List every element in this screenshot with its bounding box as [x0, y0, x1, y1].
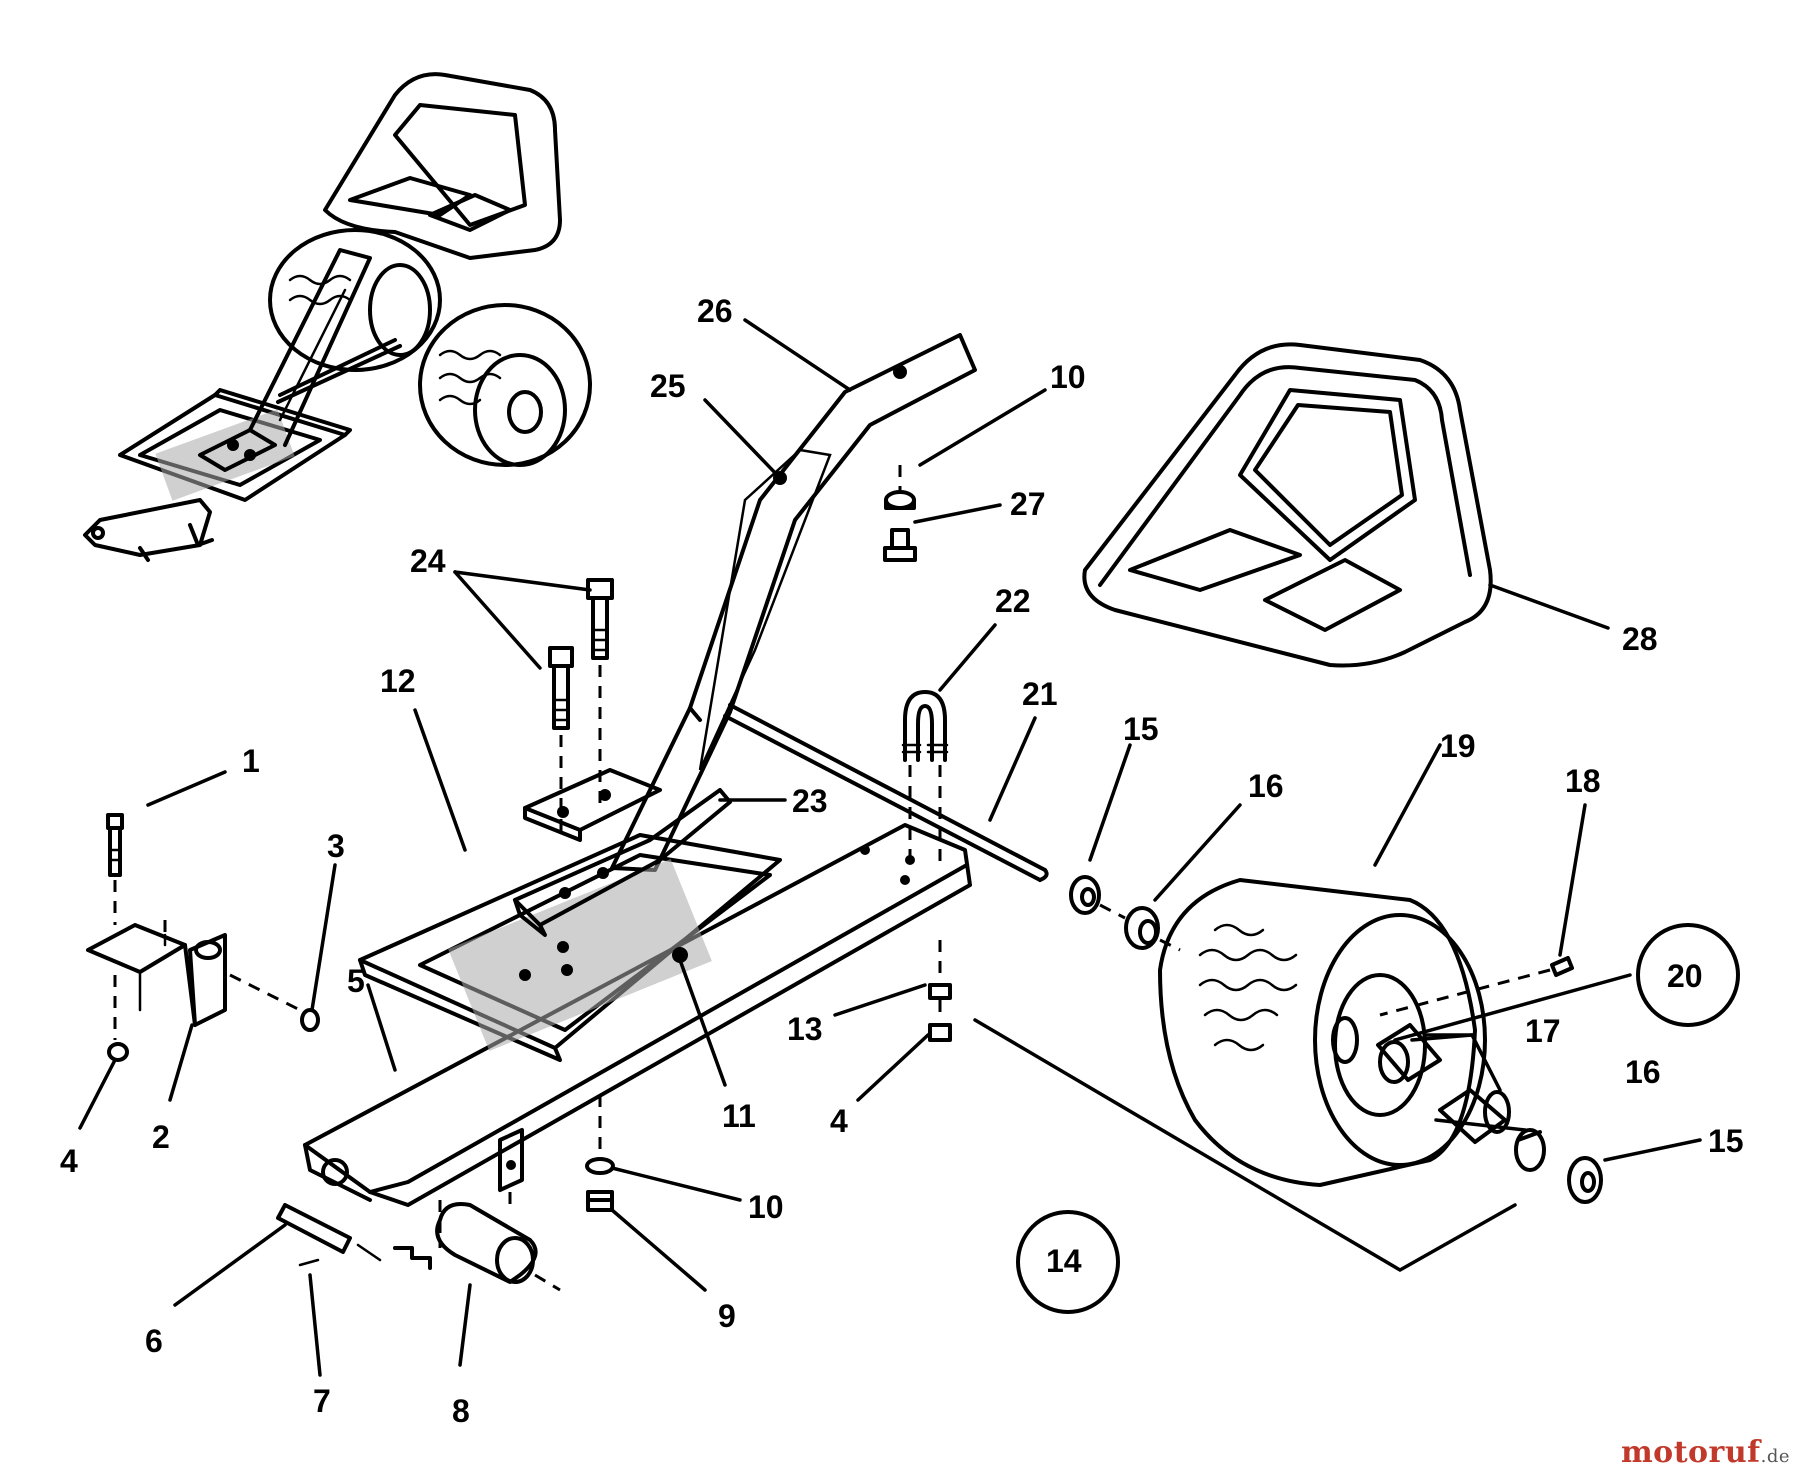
hitch-bracket-part-2	[86, 813, 320, 1062]
hardware-part-9	[585, 1095, 615, 1212]
label-13: 13	[787, 1011, 823, 1047]
label-19: 19	[1440, 728, 1476, 764]
label-6: 6	[145, 1323, 163, 1359]
label-4b: 4	[830, 1103, 848, 1139]
label-3: 3	[327, 828, 345, 864]
label-11: 11	[722, 1098, 756, 1134]
ubolt-part-22	[901, 690, 949, 870]
label-18: 18	[1565, 763, 1601, 799]
leader-lines	[78, 318, 1702, 1377]
label-27: 27	[1010, 486, 1046, 522]
label-23: 23	[792, 783, 828, 819]
label-16b: 16	[1625, 1054, 1661, 1090]
label-21: 21	[1022, 676, 1058, 712]
label-4a: 4	[60, 1143, 78, 1179]
label-20: 20	[1667, 958, 1703, 994]
label-7: 7	[313, 1383, 331, 1419]
label-15a: 15	[1123, 711, 1159, 747]
label-28: 28	[1622, 621, 1658, 657]
label-2: 2	[152, 1119, 170, 1155]
seat-part-28	[1082, 342, 1493, 668]
label-10a: 10	[1050, 359, 1086, 395]
label-8: 8	[452, 1393, 470, 1429]
label-9: 9	[718, 1298, 736, 1334]
frame-part-5	[303, 823, 972, 1207]
wheel-part-19	[973, 875, 1603, 1273]
label-10b: 10	[748, 1189, 784, 1225]
part-labels: 1 2 3 4 4 5 6 7 8 9 10 10 11 12 13 14 15…	[60, 293, 1744, 1429]
watermark-logo: motoruf.de	[1621, 1435, 1790, 1470]
callout-circle-14	[1016, 1210, 1120, 1314]
pin-part-6	[276, 1128, 561, 1292]
axle-part-21	[723, 703, 1049, 882]
label-16a: 16	[1248, 768, 1284, 804]
label-17: 17	[1525, 1013, 1561, 1049]
assembled-sulky-inset	[83, 72, 592, 562]
label-25: 25	[650, 368, 686, 404]
label-24: 24	[410, 543, 446, 579]
footplate-part-12	[358, 788, 782, 1062]
hardware-part-13	[928, 940, 952, 1042]
label-5: 5	[347, 963, 365, 999]
label-14: 14	[1046, 1243, 1082, 1279]
label-22: 22	[995, 583, 1031, 619]
hardware-part-27	[883, 465, 917, 562]
callout-circle-20	[1636, 923, 1740, 1027]
watermark-name: motoruf	[1620, 1435, 1761, 1470]
label-15b: 15	[1708, 1123, 1744, 1159]
watermark-tld: .de	[1760, 1446, 1790, 1467]
bolts-part-24	[548, 578, 614, 840]
label-1: 1	[242, 743, 260, 779]
label-26: 26	[697, 293, 733, 329]
label-12: 12	[380, 663, 416, 699]
